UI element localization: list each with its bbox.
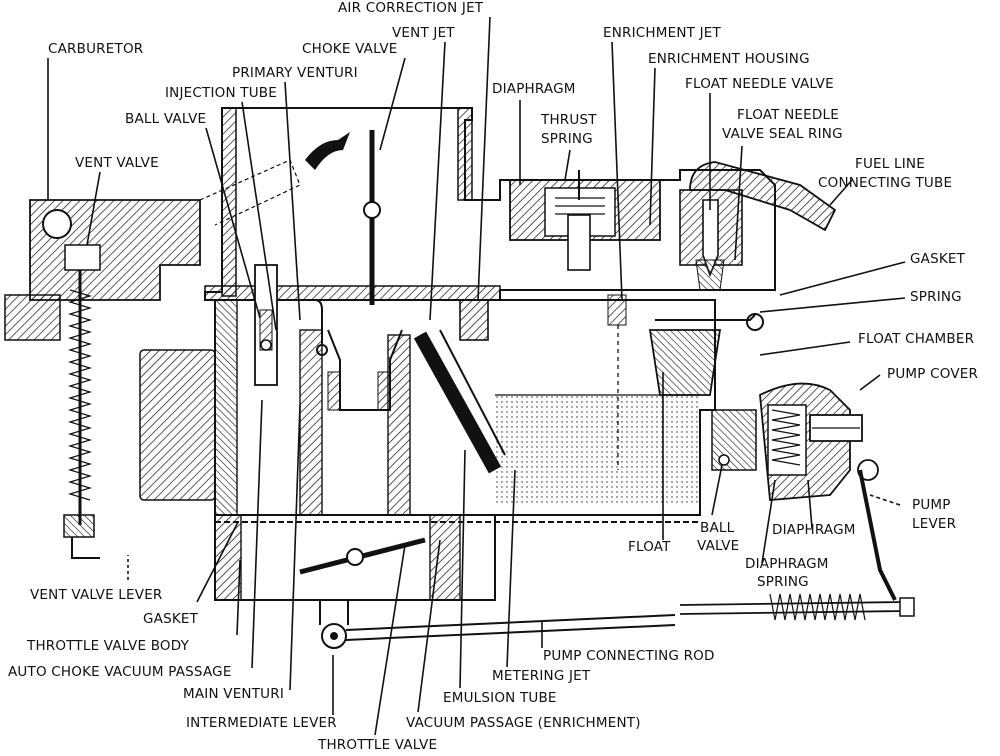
label-pump-cover: PUMP COVER [887, 366, 978, 382]
label-float-needle-seal-1: FLOAT NEEDLE [737, 107, 839, 123]
label-vacuum-passage: VACUUM PASSAGE (ENRICHMENT) [406, 715, 641, 731]
air-horn-wall-left [221, 107, 237, 297]
float-needle-assembly [679, 189, 743, 291]
label-fuel-line-2: CONNECTING TUBE [818, 175, 952, 191]
label-thrust-spring-1: THRUST [540, 112, 597, 128]
label-pump-connecting-rod: PUMP CONNECTING ROD [543, 648, 715, 664]
label-float-chamber: FLOAT CHAMBER [858, 331, 974, 347]
label-throttle-valve-body: THROTTLE VALVE BODY [26, 638, 190, 654]
label-gasket-right: GASKET [910, 251, 966, 267]
body-wall-left [214, 299, 238, 516]
label-throttle-valve: THROTTLE VALVE [317, 737, 437, 753]
label-intermediate-lever: INTERMEDIATE LEVER [186, 715, 337, 731]
label-injection-tube: INJECTION TUBE [165, 85, 277, 101]
label-ball-valve-bottom-2: VALVE [697, 538, 739, 554]
label-pump-lever-2: LEVER [912, 516, 956, 532]
label-auto-choke: AUTO CHOKE VACUUM PASSAGE [8, 664, 232, 680]
label-enrichment-jet: ENRICHMENT JET [603, 25, 721, 41]
fuel-line-tube [689, 161, 837, 232]
throttle-body-wall-right [429, 514, 461, 601]
label-diaphragm-spring-1: DIAPHRAGM [745, 556, 829, 572]
body-wall-mid2 [387, 334, 411, 516]
pump-assembly [711, 382, 897, 601]
label-carburetor: CARBURETOR [48, 41, 143, 57]
airflow-arrow [305, 132, 350, 170]
pump-connecting-rod-part [345, 593, 915, 641]
carburetor-body [4, 107, 915, 649]
label-diaphragm-bottom: DIAPHRAGM [772, 522, 856, 538]
label-fuel-line-1: FUEL LINE [855, 156, 925, 172]
injection-tube [300, 299, 323, 345]
label-emulsion-tube: EMULSION TUBE [443, 690, 557, 706]
enrichment-housing [509, 170, 661, 271]
intermediate-lever-part [319, 600, 349, 649]
label-ball-valve-top: BALL VALVE [125, 111, 206, 127]
label-ball-valve-bottom-1: BALL [700, 520, 735, 536]
label-air-correction-jet: AIR CORRECTION JET [338, 0, 484, 16]
label-float-needle-seal-2: VALVE SEAL RING [722, 126, 843, 142]
label-vent-valve-lever: VENT VALVE LEVER [30, 587, 163, 603]
labels: CARBURETOR VENT VALVE BALL VALVE INJECTI… [8, 0, 978, 753]
label-choke-valve: CHOKE VALVE [302, 41, 398, 57]
label-float-needle-valve: FLOAT NEEDLE VALVE [685, 76, 834, 92]
label-metering-jet: METERING JET [492, 668, 591, 684]
emulsion-tube [413, 329, 506, 474]
body-wall-mid [299, 329, 323, 516]
label-pump-lever-1: PUMP [912, 497, 951, 513]
vent-valve-assembly [4, 199, 216, 559]
air-horn-wall-right [457, 107, 473, 201]
label-main-venturi: MAIN VENTURI [183, 686, 284, 702]
float-body [648, 329, 722, 396]
primary-venturi [327, 329, 403, 411]
label-diaphragm-top: DIAPHRAGM [492, 81, 576, 97]
label-thrust-spring-2: SPRING [541, 131, 593, 147]
leader-lines [47, 16, 906, 736]
label-vent-valve: VENT VALVE [75, 155, 159, 171]
label-spring: SPRING [910, 289, 962, 305]
air-horn-flange [204, 285, 501, 301]
float-chamber-fill [495, 395, 700, 505]
throttle-body-wall-left [214, 514, 242, 601]
label-gasket-left: GASKET [143, 611, 199, 627]
label-diaphragm-spring-2: SPRING [757, 574, 809, 590]
label-float: FLOAT [628, 539, 671, 555]
label-enrichment-housing: ENRICHMENT HOUSING [648, 51, 810, 67]
label-primary-venturi: PRIMARY VENTURI [232, 65, 358, 81]
label-vent-jet: VENT JET [392, 25, 455, 41]
